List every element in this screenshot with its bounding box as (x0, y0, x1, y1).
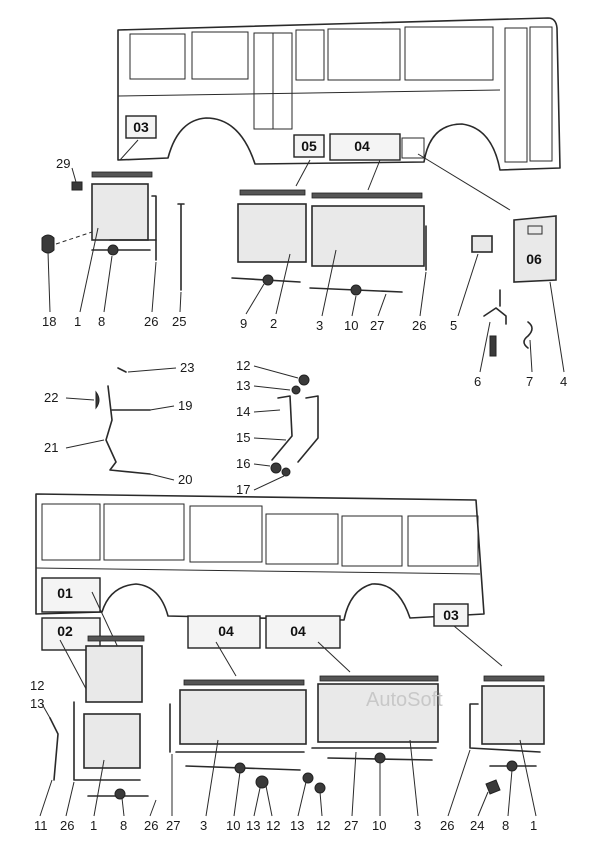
panel-code-label: 05 (301, 138, 317, 154)
callout-18: 18 (42, 314, 56, 329)
callout-8: 8 (98, 314, 105, 329)
callout-27: 27 (370, 318, 384, 333)
callout-26-right: 26 (412, 318, 426, 333)
callout-9: 9 (240, 316, 247, 331)
callout-22: 22 (44, 390, 58, 405)
callout-8: 8 (120, 818, 127, 833)
callout-20: 20 (178, 472, 192, 487)
bottom-panel-code-03: 03 (433, 603, 469, 627)
callout-3-right: 3 (414, 818, 421, 833)
callout-13-right: 13 (290, 818, 304, 833)
callout-27-right: 27 (344, 818, 358, 833)
panel-code-label: 03 (133, 119, 149, 135)
callout-23: 23 (180, 360, 194, 375)
callout-3: 3 (316, 318, 323, 333)
top-panel-code-04: 04 (329, 133, 401, 161)
callout-17: 17 (236, 482, 250, 497)
callout-15: 15 (236, 430, 250, 445)
watermark: AutoSoft (366, 689, 443, 711)
callout-25: 25 (172, 314, 186, 329)
panel-code-label: 04 (290, 623, 306, 639)
callout-11: 11 (34, 818, 48, 833)
top-arrows (119, 139, 511, 211)
callout-13: 13 (30, 696, 44, 711)
top-middle-panel-assembly (231, 189, 427, 296)
callout-19: 19 (178, 398, 192, 413)
panel-code-label: 01 (57, 585, 73, 601)
callout-13: 13 (236, 378, 250, 393)
top-callouts: 29 18 1 8 26 25 9 2 3 10 27 26 5 6 7 4 (42, 156, 567, 389)
middle-callouts: 23 22 19 21 20 12 13 14 15 16 17 (44, 358, 299, 497)
callout-10: 10 (344, 318, 358, 333)
callout-26-right: 26 (440, 818, 454, 833)
bottom-panel-code-04-right: 04 (265, 615, 341, 649)
callout-3: 3 (200, 818, 207, 833)
top-right-panel-06: 06 (471, 215, 557, 357)
panel-code-label: 02 (57, 623, 73, 639)
callout-12: 12 (30, 678, 44, 693)
callout-26: 26 (144, 314, 158, 329)
bottom-panels (49, 635, 545, 800)
callout-5: 5 (450, 318, 457, 333)
callout-8-right: 8 (502, 818, 509, 833)
top-panel-code-05: 05 (293, 134, 325, 158)
callout-26-mid: 26 (144, 818, 158, 833)
callout-16: 16 (236, 456, 250, 471)
bottom-panel-code-02: 02 (41, 617, 101, 651)
callout-27: 27 (166, 818, 180, 833)
top-panel-code-03: 03 (125, 115, 157, 139)
callout-12-right: 12 (316, 818, 330, 833)
callout-12-mid: 12 (266, 818, 280, 833)
top-bus-outline (117, 17, 561, 171)
callout-10: 10 (226, 818, 240, 833)
panel-code-label: 03 (443, 607, 459, 623)
callout-12: 12 (236, 358, 250, 373)
callout-1: 1 (74, 314, 81, 329)
callout-1-right: 1 (530, 818, 537, 833)
panel-code-label: 04 (218, 623, 234, 639)
callout-6: 6 (474, 374, 481, 389)
middle-hardware-brackets-right (270, 374, 319, 477)
callout-4: 4 (560, 374, 567, 389)
panel-code-label: 06 (526, 251, 542, 267)
panel-code-label: 04 (354, 138, 370, 154)
callout-10-right: 10 (372, 818, 386, 833)
callout-7: 7 (526, 374, 533, 389)
callout-24: 24 (470, 818, 484, 833)
middle-hardware-bracket (95, 367, 151, 475)
callout-13-mid: 13 (246, 818, 260, 833)
callout-21: 21 (44, 440, 58, 455)
callout-29: 29 (56, 156, 70, 171)
callout-26: 26 (60, 818, 74, 833)
callout-1: 1 (90, 818, 97, 833)
bottom-bus-outline (35, 493, 485, 621)
bottom-panel-code-04-left: 04 (187, 615, 261, 649)
top-left-panel-assembly (41, 171, 185, 291)
bottom-callouts: 12 13 11 26 1 8 26 27 3 10 13 12 13 12 2… (30, 678, 537, 833)
bottom-panel-code-01: 01 (41, 577, 101, 613)
callout-14: 14 (236, 404, 250, 419)
callout-2: 2 (270, 316, 277, 331)
